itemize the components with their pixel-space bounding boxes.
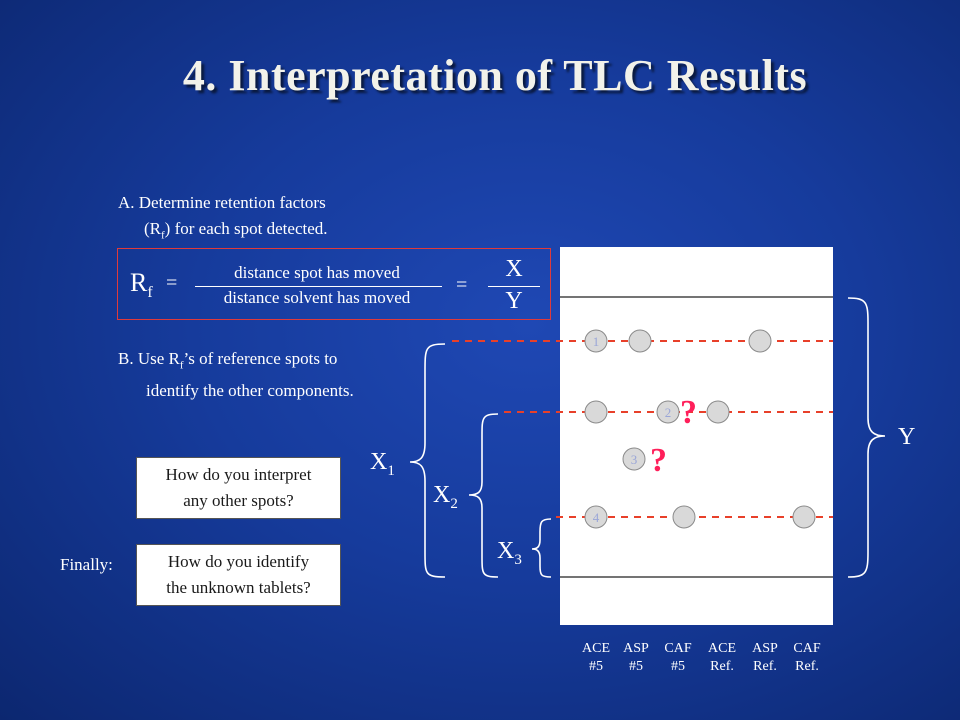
interpret-line2: any other spots? bbox=[183, 491, 294, 510]
label-x1-letter: X bbox=[370, 449, 388, 475]
rf-equals-1: = bbox=[166, 272, 178, 294]
spot-ace5-mid bbox=[584, 400, 608, 424]
lane-5-name: ASP bbox=[752, 641, 778, 656]
identify-line1: How do you identify bbox=[167, 552, 310, 571]
lane-label-5: ASP Ref. bbox=[744, 640, 786, 676]
identify-question-box: How do you identify the unknown tablets? bbox=[136, 544, 341, 606]
slide-title: 4. Interpretation of TLC Results bbox=[182, 51, 808, 100]
lane-1-name: ACE bbox=[582, 641, 610, 656]
brace-y bbox=[847, 297, 886, 578]
step-a-rf-close: ) for each spot detected. bbox=[164, 219, 328, 238]
lane-2-sample: #5 bbox=[629, 659, 643, 674]
spot-number-4: 4 bbox=[593, 510, 600, 525]
rf-denominator: distance solvent has moved bbox=[223, 288, 411, 307]
rf-r: R bbox=[130, 268, 148, 297]
label-x2-letter: X bbox=[433, 482, 451, 508]
spot-caf5-low bbox=[672, 505, 696, 529]
lane-label-2: ASP #5 bbox=[616, 640, 656, 676]
lane-4-name: ACE bbox=[708, 641, 736, 656]
spot-unknown bbox=[622, 447, 646, 471]
rf-formula-box bbox=[117, 248, 551, 320]
lane-3-sample: #5 bbox=[671, 659, 685, 674]
rf-xy-bar bbox=[488, 286, 540, 287]
lane-label-1: ACE #5 bbox=[576, 640, 616, 676]
lane-4-sample: Ref. bbox=[710, 659, 734, 674]
question-mark-3: ? bbox=[650, 442, 667, 479]
spot-caf5-mid bbox=[656, 400, 680, 424]
rf-equals-2: = bbox=[456, 274, 468, 296]
spot-asp5-top bbox=[628, 329, 652, 353]
step-b-text: B. Use Rf’s of reference spots to identi… bbox=[118, 346, 354, 404]
spot-caf-ref bbox=[792, 505, 816, 529]
rf-numerator: distance spot has moved bbox=[234, 263, 400, 282]
label-x3-sub: 3 bbox=[514, 551, 522, 568]
brace-x3 bbox=[531, 518, 552, 578]
lane-label-6: CAF Ref. bbox=[786, 640, 828, 676]
finally-label: Finally: bbox=[60, 555, 113, 574]
spot-asp-ref bbox=[706, 400, 730, 424]
step-a-line1: A. Determine retention factors bbox=[118, 193, 326, 212]
lane-3-name: CAF bbox=[664, 641, 692, 656]
rf-fraction-bar bbox=[195, 286, 442, 287]
step-a-line2: (Rf) for each spot detected. bbox=[118, 216, 328, 248]
spot-number-1: 1 bbox=[593, 334, 600, 349]
lane-label-4: ACE Ref. bbox=[701, 640, 743, 676]
lane-5-sample: Ref. bbox=[753, 659, 777, 674]
step-a-text: A. Determine retention factors (Rf) for … bbox=[118, 190, 328, 248]
step-b-line1: B. Use Rf’s of reference spots to bbox=[118, 346, 354, 378]
step-b-rest: ’s of reference spots to bbox=[183, 349, 338, 368]
brace-x2 bbox=[468, 413, 499, 578]
spot-ace-ref bbox=[748, 329, 772, 353]
question-mark-2: ? bbox=[680, 394, 697, 431]
label-x3-letter: X bbox=[497, 538, 515, 564]
step-a-rf-sub: f bbox=[161, 229, 165, 242]
identify-line2: the unknown tablets? bbox=[166, 578, 311, 597]
tlc-plate bbox=[560, 247, 833, 625]
spot-number-3: 3 bbox=[631, 452, 638, 467]
label-x2-sub: 2 bbox=[450, 495, 458, 512]
step-b-rf-sub: f bbox=[179, 359, 184, 372]
rf-sub: f bbox=[147, 284, 153, 302]
brace-x1 bbox=[409, 343, 446, 578]
rf-x: X bbox=[505, 256, 523, 282]
label-x2: X2 bbox=[433, 482, 458, 513]
lane-6-sample: Ref. bbox=[795, 659, 819, 674]
spots bbox=[584, 329, 816, 529]
lane-label-3: CAF #5 bbox=[658, 640, 698, 676]
lane-1-sample: #5 bbox=[589, 659, 603, 674]
interpret-question-box: How do you interpret any other spots? bbox=[136, 457, 341, 519]
spot-ace5-low bbox=[584, 505, 608, 529]
interpret-line1: How do you interpret bbox=[165, 465, 312, 484]
step-b-use: B. Use R bbox=[118, 349, 180, 368]
lane-6-name: CAF bbox=[793, 641, 821, 656]
label-x3: X3 bbox=[497, 538, 522, 569]
lane-2-name: ASP bbox=[623, 641, 649, 656]
label-x1-sub: 1 bbox=[387, 462, 395, 479]
label-y: Y bbox=[898, 424, 916, 450]
spot-ace5 bbox=[584, 329, 608, 353]
rf-y: Y bbox=[505, 288, 523, 314]
step-b-line2: identify the other components. bbox=[146, 381, 354, 401]
rf-symbol: Rf bbox=[130, 268, 153, 302]
label-x1: X1 bbox=[370, 449, 395, 480]
step-a-rf-open: (R bbox=[144, 219, 161, 238]
spot-number-2: 2 bbox=[665, 405, 672, 420]
